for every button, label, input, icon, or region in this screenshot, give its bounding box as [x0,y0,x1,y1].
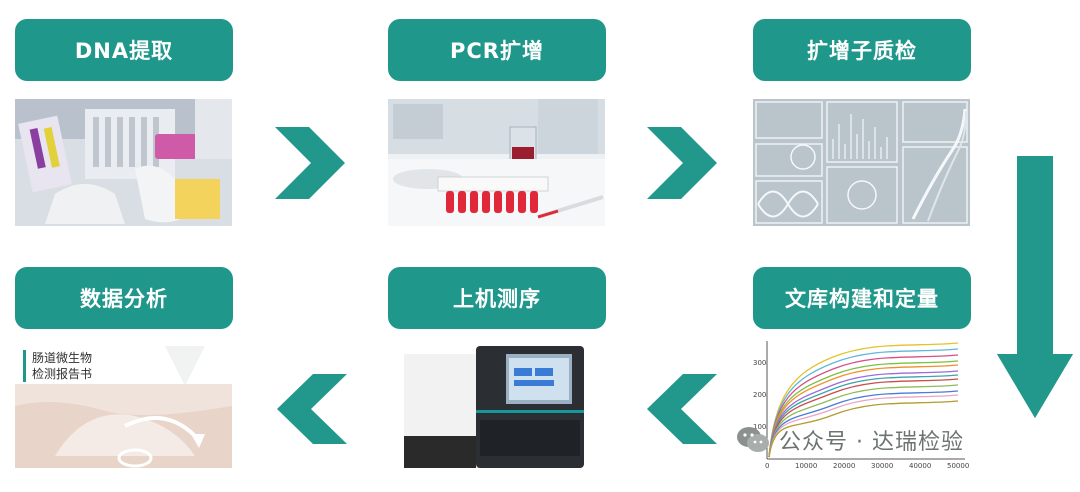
curve-line [768,378,959,458]
y-tick-label: 200 [753,391,766,399]
watermark-text: 公众号 · 达瑞检验 [779,430,964,455]
watermark: 公众号 · 达瑞检验 [735,424,964,456]
step-label-library-construction: 文库构建和定量 [753,267,971,329]
curve-line [768,390,959,458]
arrow-right-icon [647,127,717,199]
rarefaction-curve-chart: 300 200 100 0 10000 20000 30000 40000 50000 [753,335,970,470]
curve-line [768,400,959,458]
curve-line [768,384,959,458]
report-card-title-line2: 检测报告书 [32,367,93,381]
x-tick-label: 20000 [833,462,855,470]
curve-line [768,394,959,458]
photo-report-card: 肠道微生物 检测报告书 [15,346,232,468]
arrow-left-icon [277,374,347,444]
step-label-pcr-amplification: PCR扩增 [388,19,606,81]
curve-line [768,370,959,458]
step-label-sequencing: 上机测序 [388,267,606,329]
curve-line [768,364,959,458]
x-tick-label: 10000 [795,462,817,470]
report-card-title: 肠道微生物 检测报告书 [23,350,92,382]
photo-dna-extraction [15,99,232,226]
arrow-right-icon [275,127,345,199]
x-tick-label: 30000 [871,462,893,470]
photo-pcr-amplification [388,99,605,226]
curve-line [768,360,959,458]
y-tick-label: 300 [753,359,766,367]
curve-line [768,374,959,458]
arrow-down-icon [997,156,1073,418]
curve-line [768,342,959,458]
photo-sequencer [388,340,605,470]
step-label-data-analysis: 数据分析 [15,267,233,329]
step-label-amplicon-qc: 扩增子质检 [753,19,971,81]
step-label-dna-extraction: DNA提取 [15,19,233,81]
x-tick-label: 0 [765,462,769,470]
photo-amplicon-qc [753,99,970,226]
curve-line [768,354,959,458]
curve-line [768,348,959,458]
arrow-left-icon [647,374,717,444]
rarefaction-curve-svg: 300 200 100 0 10000 20000 30000 40000 50000 [753,335,970,470]
x-tick-label: 50000 [947,462,969,470]
wechat-icon [737,427,769,452]
x-tick-label: 40000 [909,462,931,470]
y-tick-label: 100 [753,423,766,431]
report-card-title-line1: 肠道微生物 [32,351,93,365]
